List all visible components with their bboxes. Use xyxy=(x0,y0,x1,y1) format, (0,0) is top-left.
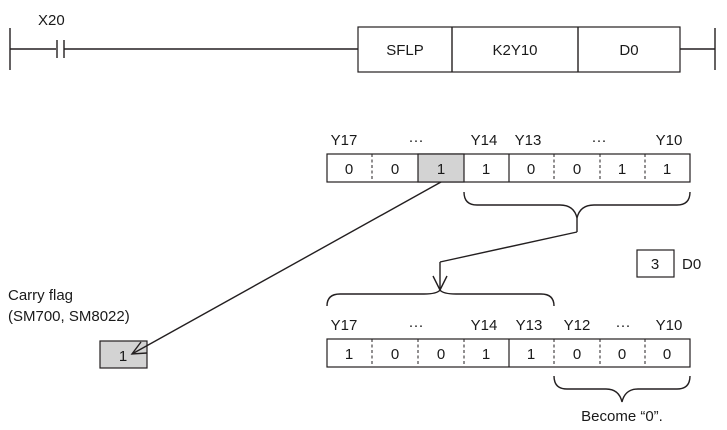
bit-label: Y10 xyxy=(656,132,683,149)
instruction-name: SFLP xyxy=(386,42,424,59)
bit-label: Y13 xyxy=(515,132,542,149)
carry-flag: Carry flag (SM700, SM8022) 1 xyxy=(8,287,148,369)
top-register: Y17 ··· Y14 Y13 ··· Y10 0 0 1 1 0 0 1 1 xyxy=(326,132,691,183)
bit-value: 0 xyxy=(391,161,399,178)
bit-value: 1 xyxy=(345,346,353,363)
d0-label: D0 xyxy=(682,256,701,273)
carry-flag-title: Carry flag xyxy=(8,287,73,304)
bit-label: ··· xyxy=(592,132,607,149)
bit-label: ··· xyxy=(409,317,424,334)
d0-value-box: 3 D0 xyxy=(636,249,701,278)
bit-value: 0 xyxy=(663,346,671,363)
bit-value: 1 xyxy=(482,346,490,363)
d0-value: 3 xyxy=(651,256,659,273)
contact-label: X20 xyxy=(38,12,65,29)
bit-value: 1 xyxy=(663,161,671,178)
instruction-operand-source: K2Y10 xyxy=(492,42,537,59)
cleared-bits-brace xyxy=(553,375,691,403)
bit-value: 0 xyxy=(573,346,581,363)
bit-value: 1 xyxy=(618,161,626,178)
bit-value: 1 xyxy=(482,161,490,178)
bit-value: 0 xyxy=(437,346,445,363)
carry-arrow-line xyxy=(131,181,442,355)
bottom-register: Y17 ··· Y14 Y13 Y12 ··· Y10 1 0 0 1 1 0 … xyxy=(326,317,691,368)
bit-label: Y17 xyxy=(331,317,358,334)
bit-value: 0 xyxy=(391,346,399,363)
contact-x20: X20 xyxy=(38,12,65,58)
instruction-operand-count: D0 xyxy=(619,42,638,59)
bit-value: 0 xyxy=(527,161,535,178)
bit-value: 1 xyxy=(527,346,535,363)
bit-label: ··· xyxy=(616,317,631,334)
bit-label: Y17 xyxy=(331,132,358,149)
carry-arrow-head xyxy=(130,341,148,355)
bit-label: Y10 xyxy=(656,317,683,334)
carry-flag-devices: (SM700, SM8022) xyxy=(8,308,130,325)
instruction-frame xyxy=(357,26,681,73)
bit-value: 0 xyxy=(345,161,353,178)
bit-value: 1 xyxy=(437,161,445,178)
bit-value: 0 xyxy=(573,161,581,178)
bit-label: ··· xyxy=(409,132,424,149)
instruction-block: SFLP K2Y10 D0 xyxy=(357,26,681,73)
bit-label: Y12 xyxy=(564,317,591,334)
ladder-rung: X20 SFLP K2Y10 D0 xyxy=(9,12,716,73)
d0-box xyxy=(636,249,675,278)
cleared-bits-note: Become “0”. xyxy=(581,408,663,425)
bit-label: Y13 xyxy=(516,317,543,334)
shift-target-brace xyxy=(326,288,555,307)
bit-label: Y14 xyxy=(471,317,498,334)
carry-flag-value: 1 xyxy=(119,348,127,365)
bit-label: Y14 xyxy=(471,132,498,149)
shift-source-brace xyxy=(463,191,691,219)
bit-value: 0 xyxy=(618,346,626,363)
shift-arrow-line xyxy=(439,231,578,263)
